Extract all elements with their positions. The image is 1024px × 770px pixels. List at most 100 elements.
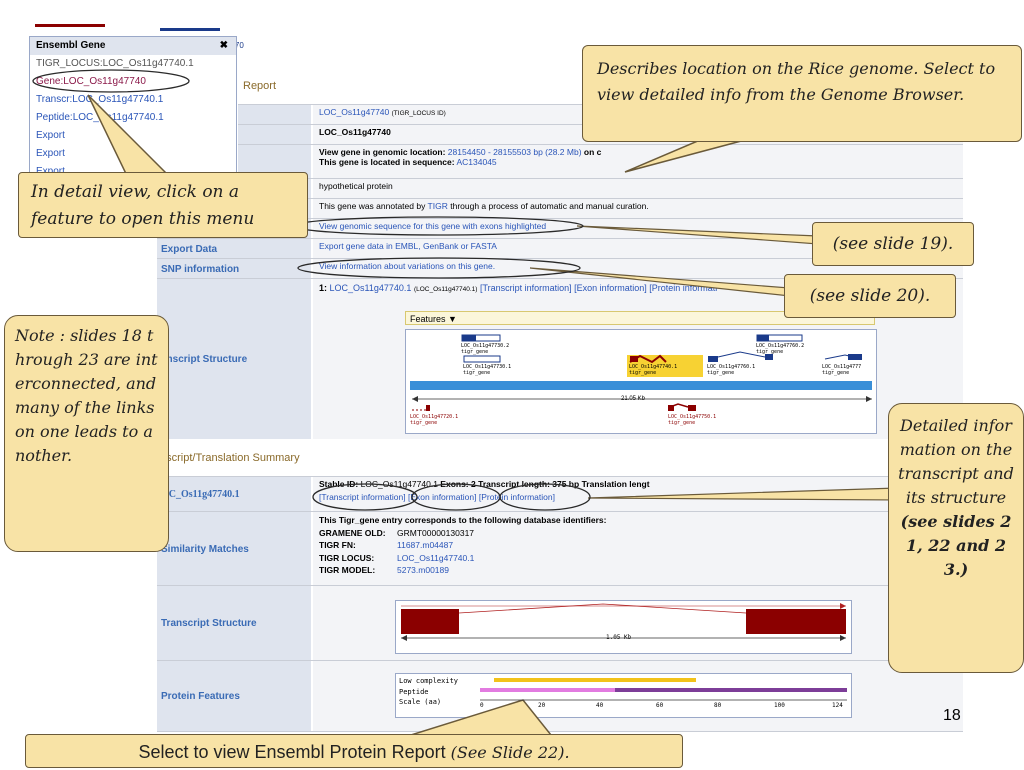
browser-gene-label[interactable]: LOC_Os11g4777 — [822, 364, 862, 370]
exon-info-link[interactable]: [Exon information] — [574, 283, 647, 293]
summary-transcript-info-link[interactable]: [Transcript information] — [319, 492, 406, 502]
popup-title: Ensembl Gene — [36, 40, 106, 51]
db-key: TIGR LOCUS: — [319, 552, 375, 563]
detailed-callout: Detailed information on the transcript a… — [888, 403, 1024, 673]
browser-gene-label[interactable]: LOC_Os11g47720.1 — [410, 414, 459, 420]
popup-item-export[interactable]: Export — [36, 148, 65, 159]
popup-item-peptide[interactable]: Peptide:LOC_Os11g47740.1 — [36, 112, 164, 123]
stable-id-link[interactable]: LOC_Os11g47740 — [319, 107, 390, 117]
export-label: Export Data — [157, 239, 311, 259]
peptide-bar-a — [480, 688, 615, 692]
structure-scale-label: 1.05 Kb — [606, 634, 632, 641]
location-callout: Describes location on the Rice genome. S… — [582, 45, 1022, 142]
bottom-callout: Select to view Ensembl Protein Report (S… — [25, 734, 683, 768]
snp-link[interactable]: View information about variations on thi… — [319, 261, 496, 271]
summary-title: nscript/Translation Summary — [160, 452, 300, 464]
menu-callout: In detail view, click on a feature to op… — [18, 172, 308, 238]
protein-features-label: Protein Features — [157, 661, 311, 731]
browser-scale-label: 21.05 Kb — [621, 396, 646, 402]
browser-gene-type: tigr_gene — [668, 420, 696, 426]
browser-gene-label[interactable]: LOC_Os11g47760.1 — [707, 364, 756, 370]
scale-tick: 60 — [656, 702, 664, 709]
slide20-callout: (see slide 20). — [784, 274, 956, 318]
transcript-link[interactable]: LOC_Os11g47740.1 — [329, 283, 412, 293]
scale-tick: 20 — [538, 702, 546, 709]
slide19-callout: (see slide 19). — [812, 222, 974, 266]
db-value-link[interactable]: 11687.m04487 — [397, 540, 454, 550]
peptide-bar-b — [615, 688, 847, 692]
bottom-callout-text: Select to view Ensembl Protein Report — [138, 742, 446, 762]
browser-gene-type: tigr_gene — [410, 420, 438, 426]
browser-gene-type: tigr_gene — [756, 349, 784, 355]
browser-gene-type: tigr_gene — [707, 370, 735, 376]
scale-tick: 100 — [774, 702, 785, 709]
annotation-suffix: through a process of automatic and manua… — [450, 201, 649, 211]
contig-track — [410, 381, 872, 390]
protein-info-link[interactable]: [Protein informati — [649, 283, 718, 293]
popup-item-transcript[interactable]: Transcr:LOC_Os11g47740.1 — [36, 94, 164, 105]
low-complexity-bar — [494, 678, 696, 682]
ensembl-gene-popup: Ensembl Gene ✖ TIGR_LOCUS:LOC_Os11g47740… — [29, 36, 237, 177]
transcript-note: (LOC_Os11g47740.1) — [413, 286, 478, 293]
sequence-link[interactable]: AC134045 — [456, 157, 497, 167]
scale-tick: 0 — [480, 702, 484, 709]
db-value: GRMT00000130317 — [397, 527, 475, 538]
popup-header: Ensembl Gene ✖ — [30, 37, 236, 55]
track-scale-label: Scale (aa) — [399, 698, 442, 706]
report-title: Report — [243, 80, 277, 92]
track-peptide-label: Peptide — [399, 687, 429, 696]
sequence-prefix: This gene is located in sequence: — [319, 157, 455, 167]
summary-protein-info-link[interactable]: [Protein information] — [478, 492, 555, 502]
browser-gene-type: tigr_gene — [463, 370, 491, 376]
summary-exon-info-link[interactable]: [Exon information] — [407, 492, 477, 502]
bottom-callout-slide: (See Slide 22). — [450, 743, 570, 762]
genomic-sequence-link[interactable]: View genomic sequence for this gene with… — [319, 221, 547, 231]
location-prefix: View gene in genomic location: — [319, 147, 446, 157]
detailed-callout-text: Detailed information on the transcript a… — [898, 416, 1014, 507]
summary-transcript-length: Transcript length: 375 bp — [478, 479, 580, 489]
similarity-label: Similarity Matches — [157, 512, 311, 586]
exon-2 — [746, 609, 846, 634]
browser-gene-label[interactable]: LOC_Os11g47730.1 — [463, 364, 512, 370]
db-key: TIGR MODEL: — [319, 565, 376, 575]
snp-label: SNP information — [157, 259, 311, 279]
transcript-structure-label: anscript Structure — [157, 279, 311, 439]
scale-tick: 124 — [832, 702, 843, 709]
transcript-info-link[interactable]: [Transcript information] — [479, 283, 572, 293]
close-icon[interactable]: ✖ — [219, 40, 228, 51]
summary-exons: Exons: 2 — [440, 479, 476, 489]
note-callout: Note : slides 18 through 23 are intercon… — [4, 315, 169, 552]
db-key: GRAMENE OLD: — [319, 527, 386, 538]
browser-gene-label[interactable]: LOC_Os11g47760.2 — [756, 343, 805, 349]
popup-item-export[interactable]: Export — [30, 163, 236, 181]
popup-item-export[interactable]: Export — [36, 130, 65, 141]
similarity-row: Similarity Matches This Tigr_gene entry … — [157, 511, 963, 586]
scale-tick: 80 — [714, 702, 722, 709]
scale-tick: 40 — [596, 702, 604, 709]
menu-bg-gene — [35, 24, 105, 35]
db-key: TIGR FN: — [319, 540, 356, 550]
browser-gene-type: tigr_gene — [461, 349, 489, 355]
summary-stable-row: OC_Os11g47740.1 Stable ID: LOC_Os11g4774… — [157, 476, 963, 512]
stable-id-note: (TIGR_LOCUS ID) — [391, 110, 446, 117]
db-value-link[interactable]: LOC_Os11g47740.1 — [397, 552, 475, 563]
export-link[interactable]: Export gene data in EMBL, GenBank or FAS… — [319, 241, 497, 251]
browser-gene-label[interactable]: LOC_Os11g47750.1 — [668, 414, 717, 420]
detailed-callout-slides: (see slides 21, 22 and 23.) — [900, 512, 1012, 579]
summary-stable-prefix: Stable ID: — [319, 479, 359, 489]
features-menu[interactable]: Features ▼ — [405, 311, 875, 325]
browser-gene-type: tigr_gene — [629, 370, 657, 376]
genomic-location-link[interactable]: 28154450 - 28155503 bp (28.2 Mb) — [447, 147, 582, 157]
similarity-intro: This Tigr_gene entry corresponds to the … — [319, 515, 607, 525]
browser-gene-label[interactable]: LOC_Os11g47740.1 — [629, 364, 678, 370]
browser-gene-label[interactable]: LOC_Os11g47730.2 — [461, 343, 510, 349]
page-number: 18 — [943, 707, 961, 724]
db-value-link[interactable]: 5273.m00189 — [397, 565, 449, 575]
popup-item-gene[interactable]: Gene:LOC_Os11g47740 — [36, 76, 146, 87]
summary-stable-id: LOC_Os11g47740.1 — [360, 479, 438, 489]
popup-item-tigr-locus[interactable]: TIGR_LOCUS:LOC_Os11g47740.1 — [36, 58, 194, 69]
menu-bg-gene-2 — [160, 28, 220, 39]
tigr-link[interactable]: TIGR — [427, 201, 448, 211]
transcript-number: 1: — [319, 283, 328, 293]
location-suffix: on c — [583, 147, 602, 157]
